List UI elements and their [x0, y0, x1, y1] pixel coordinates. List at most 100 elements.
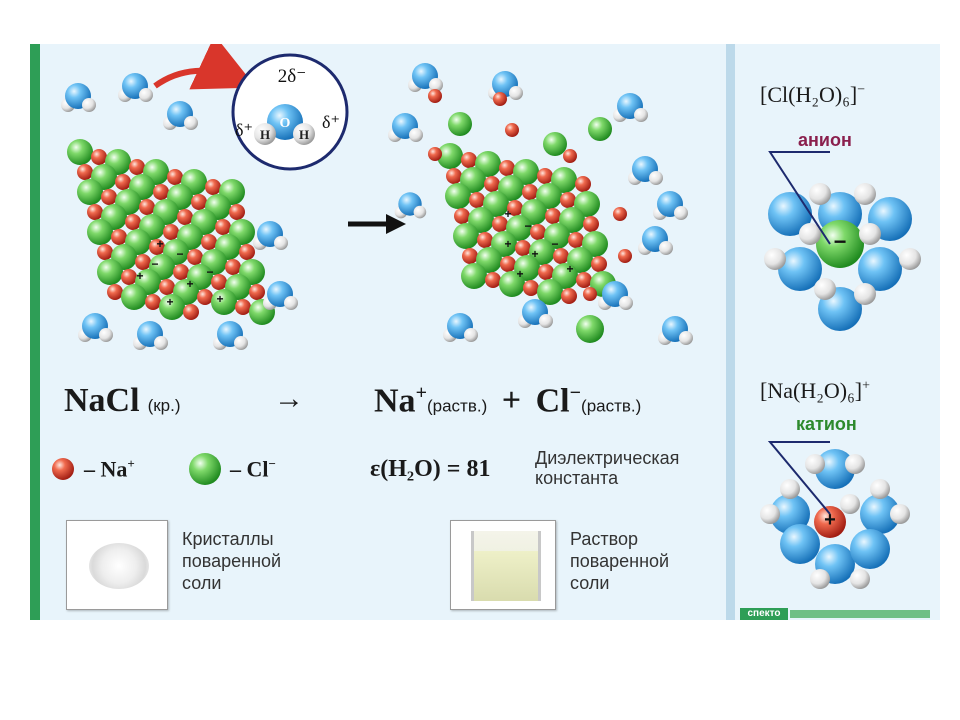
equation-products: Na+(раств.) + Cl−(раств.) — [374, 382, 641, 420]
na-ion — [446, 168, 462, 184]
na-ion — [177, 209, 193, 225]
ion-charge-sign: − — [551, 237, 558, 251]
water-hydrogen — [409, 128, 423, 142]
na-ion — [121, 269, 137, 285]
poster: +−++−++− +−++−++ 2δ⁻ O H H δ⁺ δ⁺ — [30, 44, 940, 620]
salt-crystals-caption: Кристаллы поваренной соли — [182, 528, 281, 594]
cl-ion — [211, 289, 237, 315]
water-hydrogen — [649, 171, 663, 185]
na-ion — [91, 149, 107, 165]
water-hydrogen — [845, 454, 865, 474]
na-ion — [591, 256, 607, 272]
na-ion — [469, 192, 485, 208]
na-ion — [568, 232, 584, 248]
ion-charge-sign: + — [186, 277, 193, 291]
cl-ion — [121, 284, 147, 310]
water-hydrogen — [814, 278, 836, 300]
na-ion — [462, 248, 478, 264]
na-ion — [159, 279, 175, 295]
na-ion — [97, 244, 113, 260]
legend-cl-sphere — [189, 453, 221, 485]
water-oxygen — [850, 529, 890, 569]
water-hydrogen — [850, 569, 870, 589]
na-ion — [428, 147, 442, 161]
water-hydrogen — [284, 296, 298, 310]
cl-ion — [445, 183, 471, 209]
ion-charge-sign: − — [151, 257, 158, 271]
salt-solution-photo — [450, 520, 556, 610]
na-ion — [197, 289, 213, 305]
ion-charge-sign: + — [216, 292, 223, 306]
water-hydrogen — [634, 108, 648, 122]
na-ion — [500, 256, 516, 272]
na-ion — [485, 272, 501, 288]
water-hydrogen — [414, 206, 427, 219]
water-hydrogen — [619, 296, 633, 310]
na-ion — [561, 288, 577, 304]
na-ion — [505, 123, 519, 137]
water-hydrogen — [764, 248, 786, 270]
cl-ion — [67, 139, 93, 165]
water-hydrogen — [810, 569, 830, 589]
na-ion — [77, 164, 93, 180]
legend-cl: – Cl− — [230, 456, 276, 482]
inset-oxygen-charge: 2δ⁻ — [278, 66, 306, 87]
anion-label: анион — [798, 130, 852, 151]
water-hydrogen — [780, 479, 800, 499]
water-hydrogen — [854, 183, 876, 205]
cl-ion — [576, 315, 604, 343]
cl-ion — [453, 223, 479, 249]
na-ion — [239, 244, 255, 260]
na-ion — [454, 208, 470, 224]
na-ion — [499, 160, 515, 176]
ion-charge-sign: + — [136, 269, 143, 283]
na-ion — [522, 184, 538, 200]
water-hydrogen — [82, 98, 96, 112]
water-hydrogen — [859, 223, 881, 245]
na-ion — [129, 159, 145, 175]
cl-ion — [87, 219, 113, 245]
water-hydrogen — [509, 86, 523, 100]
na-ion — [229, 204, 245, 220]
water-hydrogen — [184, 116, 198, 130]
dielectric-caption: Диэлектрическая константа — [535, 448, 679, 488]
water-hydrogen — [99, 328, 113, 342]
na-ion — [215, 219, 231, 235]
ion-charge-sign: + — [166, 295, 173, 309]
salt-crystals-photo — [66, 520, 168, 610]
na-ion — [249, 284, 265, 300]
dissolving-crystal: +−++−++ — [437, 143, 616, 305]
water-hydrogen — [854, 283, 876, 305]
na-ion — [613, 207, 627, 221]
ion-charge-sign: + — [531, 247, 538, 261]
cl-ion — [588, 117, 612, 141]
ion-charge-sign: + — [156, 237, 163, 251]
water-hydrogen — [139, 88, 153, 102]
ion-charge-sign: + — [516, 267, 523, 281]
water-hydrogen — [809, 183, 831, 205]
nacl-crystal-lattice: +−++−++− — [67, 139, 275, 325]
na-ion — [575, 176, 591, 192]
na-ion — [530, 224, 546, 240]
equation-reactant: NaCl(кр.) — [64, 382, 181, 420]
na-ion — [107, 284, 123, 300]
na-ion — [538, 264, 554, 280]
na-ion — [201, 234, 217, 250]
na-ion — [163, 224, 179, 240]
anion-center-sign: − — [834, 229, 847, 254]
na-ion — [135, 254, 151, 270]
cation-center-sign: + — [824, 509, 836, 531]
na-ion — [145, 294, 161, 310]
na-ion — [515, 240, 531, 256]
cation-label: катион — [796, 414, 857, 435]
inset-h1-symbol: H — [260, 127, 270, 142]
ion-charge-sign: − — [206, 265, 213, 279]
na-ion — [225, 259, 241, 275]
na-ion — [167, 169, 183, 185]
na-ion — [461, 152, 477, 168]
ion-charge-sign: − — [176, 247, 183, 261]
na-ion — [523, 280, 539, 296]
na-ion — [583, 216, 599, 232]
ion-charge-sign: + — [566, 262, 573, 276]
na-ion — [563, 149, 577, 163]
